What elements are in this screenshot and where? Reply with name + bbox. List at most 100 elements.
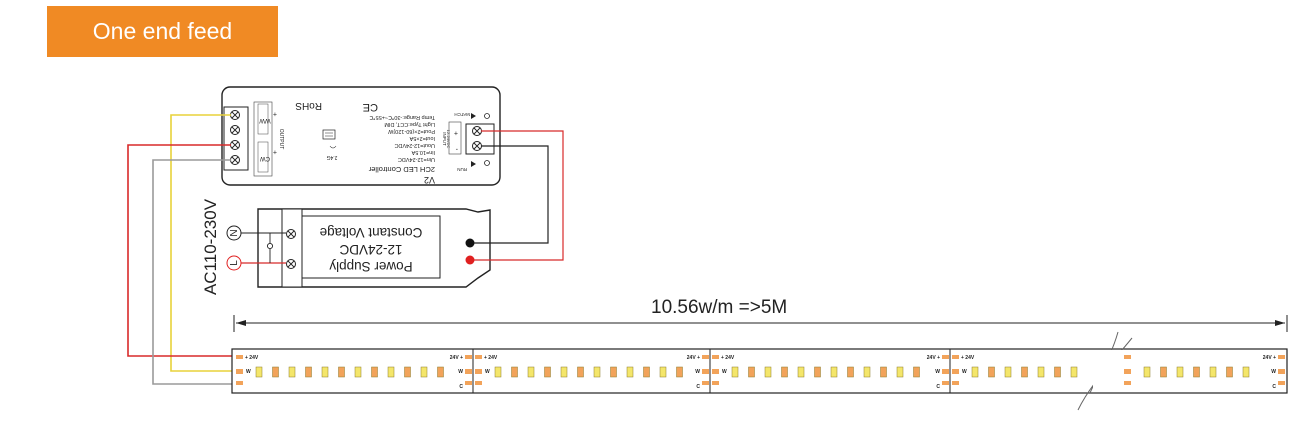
led-chip xyxy=(371,366,378,378)
led-chip xyxy=(1143,366,1151,378)
solder-pad xyxy=(1124,369,1131,374)
svg-text:+: + xyxy=(454,129,458,136)
led-chip xyxy=(1070,366,1078,378)
led-chip xyxy=(847,366,854,378)
solder-pad xyxy=(1278,381,1285,385)
spec-line-0: Uin=12-24VDC xyxy=(398,156,435,162)
svg-text:-: - xyxy=(455,145,458,152)
led-chip xyxy=(255,366,263,378)
ac-input: AC110-230V N L xyxy=(201,198,286,295)
strip-c-label: C xyxy=(459,384,463,390)
led-chip xyxy=(971,366,979,378)
match-label: MATCH xyxy=(454,112,470,117)
led-chip xyxy=(404,366,411,378)
led-chip xyxy=(610,366,617,378)
led-chip xyxy=(676,366,683,378)
spec-line-1: Iin=10.5A xyxy=(411,149,435,155)
led-chip xyxy=(1193,366,1200,378)
led-chip xyxy=(781,366,788,378)
solder-pad xyxy=(702,381,709,385)
input-label: INPUT xyxy=(442,132,447,146)
led-chip xyxy=(988,366,995,378)
led-chip xyxy=(272,366,279,378)
output-label: OUTPUT xyxy=(278,129,284,150)
solder-pad xyxy=(952,381,959,385)
strip-c-label: C xyxy=(1272,384,1276,390)
led-chip xyxy=(387,366,395,378)
solder-pad xyxy=(1124,381,1131,385)
strip-w-label: W xyxy=(485,369,490,375)
strip-plus-label: + 24V xyxy=(245,355,259,361)
ps-line-1: Constant Voltage xyxy=(320,225,423,240)
led-chip xyxy=(577,366,584,378)
led-chip xyxy=(913,366,920,378)
dc-negative-terminal xyxy=(465,238,475,248)
led-chip xyxy=(593,366,601,378)
solder-pad xyxy=(1278,355,1285,359)
ac-voltage-label: AC110-230V xyxy=(201,198,220,295)
strip-w-label: W xyxy=(935,369,940,375)
strip-w-label: W xyxy=(246,369,251,375)
led-chip xyxy=(659,366,667,378)
led-chip xyxy=(896,366,904,378)
power-supply: Constant Voltage 12-24VDC Power Supply xyxy=(257,208,491,288)
led-chip xyxy=(1054,366,1061,378)
output-terminals xyxy=(230,110,240,165)
led-chip xyxy=(1209,366,1217,378)
strip-plus-label: + 24V xyxy=(721,355,735,361)
strip-plus-label: + 24V xyxy=(961,355,975,361)
ps-line-3: Power Supply xyxy=(329,259,413,274)
led-chip xyxy=(321,366,329,378)
led-chip xyxy=(1242,366,1250,378)
run-indicator xyxy=(484,160,490,166)
rohs-mark: RoHS xyxy=(295,100,322,111)
led-chip xyxy=(544,366,551,378)
header-badge: One end feed xyxy=(47,6,278,57)
n-label: N xyxy=(229,229,240,236)
led-chip xyxy=(354,366,362,378)
l-label: L xyxy=(229,260,240,266)
led-chip xyxy=(420,366,428,378)
strip-plus-label-right: 24V + xyxy=(687,355,700,361)
solder-pad xyxy=(475,381,482,385)
match-arrow-icon xyxy=(471,113,476,119)
strip-w-label: W xyxy=(722,369,727,375)
solder-pad xyxy=(942,381,949,385)
spec-line-5: Light Type:CCT, DIM xyxy=(384,121,435,127)
solder-pad xyxy=(712,381,719,385)
match-button xyxy=(484,113,490,119)
solder-pad xyxy=(465,355,472,359)
solder-pad xyxy=(952,355,959,359)
svg-text:+: + xyxy=(273,110,277,117)
solder-pad xyxy=(475,369,482,374)
controller: WW CW OUTPUT + + 2.4G V2 2CH LED Control… xyxy=(221,86,501,186)
strip-c-label: C xyxy=(696,384,700,390)
led-chip xyxy=(1176,366,1184,378)
strip-c-label: C xyxy=(936,384,940,390)
controller-model: V2 xyxy=(424,175,435,185)
strip-plus-label: + 24V xyxy=(484,355,498,361)
strip-plus-label-right: 24V + xyxy=(1263,355,1276,361)
solder-pad xyxy=(475,355,482,359)
ce-mark: CE xyxy=(363,101,378,113)
dimension-label: 10.56w/m =>5M xyxy=(651,297,787,318)
solder-pad xyxy=(236,381,243,385)
strip-w-label: W xyxy=(962,369,967,375)
led-chip xyxy=(764,366,772,378)
ch1-label: WW xyxy=(259,117,271,123)
solder-pad xyxy=(702,355,709,359)
led-chip xyxy=(527,366,535,378)
ps-line-2: 12-24VDC xyxy=(339,242,402,257)
solder-pad xyxy=(465,369,472,374)
output-wires xyxy=(127,114,238,385)
solder-pad xyxy=(712,355,719,359)
led-chip xyxy=(626,366,634,378)
spec-line-6: Temp Range:-30℃~+55℃ xyxy=(369,114,435,120)
led-chip xyxy=(814,366,821,378)
run-arrow-icon xyxy=(471,161,476,167)
solder-pad xyxy=(942,369,949,374)
led-chip xyxy=(511,366,518,378)
dc-wires xyxy=(474,130,564,261)
solder-pad xyxy=(712,369,719,374)
spec-line-4: Pout=2×(60-120)W xyxy=(387,128,435,134)
